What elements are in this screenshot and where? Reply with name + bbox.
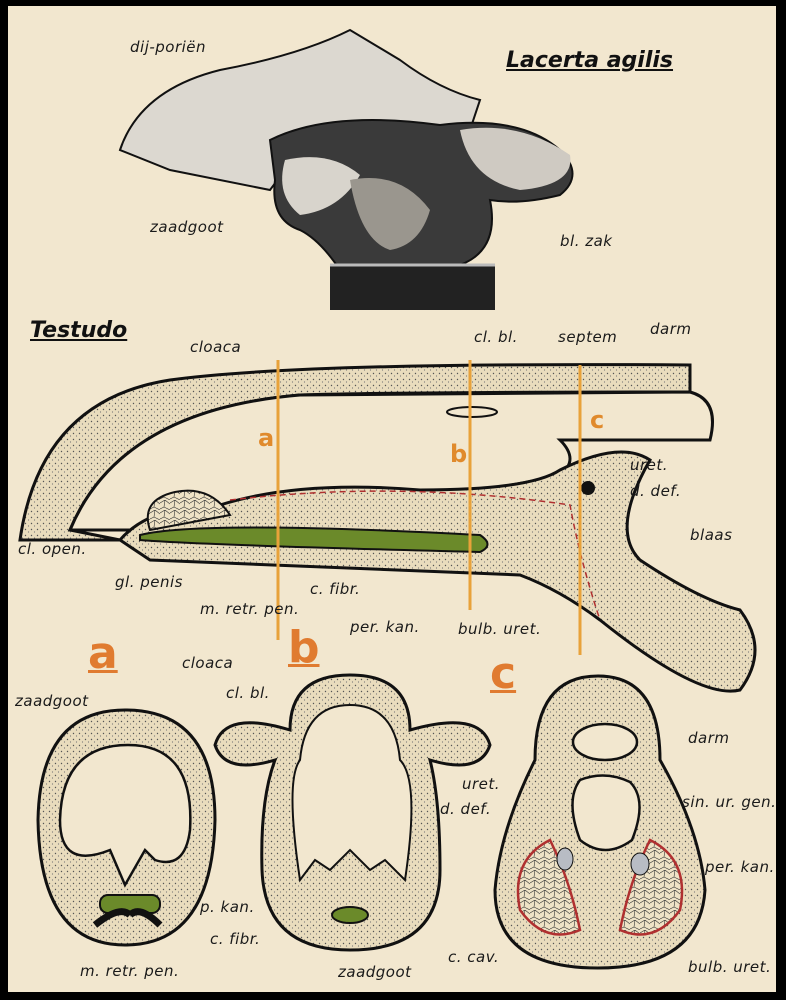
label-a-zaadgoot: zaadgoot — [15, 692, 89, 710]
section-b-drawing — [213, 673, 492, 952]
lacerta-title: Lacerta agilis — [506, 48, 674, 73]
label-blaas: blaas — [690, 526, 733, 544]
label-bl-zak: bl. zak — [560, 232, 613, 250]
label-dij-porien: dij-poriën — [130, 38, 207, 56]
label-c-bulb-uret: bulb. uret. — [688, 958, 772, 976]
label-c-per-kan: per. kan. — [705, 858, 775, 876]
testudo-title: Testudo — [30, 318, 128, 343]
label-cl-open: cl. open. — [18, 540, 87, 558]
section-b-heading: b — [288, 622, 320, 673]
testudo-illustration — [18, 360, 757, 693]
section-c-drawing — [493, 674, 707, 970]
label-c-uret: uret. — [462, 775, 501, 793]
section-c-heading: c — [490, 648, 517, 699]
label-d-def: d. def. — [630, 482, 682, 500]
section-a-drawing — [36, 708, 217, 947]
label-b-c-cav: c. cav. — [448, 948, 500, 966]
label-a-m-retr-pen: m. retr. pen. — [80, 962, 180, 980]
section-marker-a: a — [258, 424, 275, 452]
label-cloaca: cloaca — [190, 338, 242, 356]
label-m-retr-pen: m. retr. pen. — [200, 600, 300, 618]
label-b-zaadgoot: zaadgoot — [338, 963, 412, 981]
label-b-cloaca: cloaca — [182, 654, 234, 672]
label-c-d-def: d. def. — [440, 800, 492, 818]
label-a-c-fibr: c. fibr. — [210, 930, 261, 948]
label-per-kan: per. kan. — [350, 618, 420, 636]
label-cl-bl: cl. bl. — [474, 328, 518, 346]
label-c-darm: darm — [688, 729, 730, 747]
section-marker-b: b — [450, 440, 468, 468]
label-c-sin-ur-gen: sin. ur. gen. — [682, 793, 777, 811]
label-c-fibr: c. fibr. — [310, 580, 361, 598]
section-marker-c: c — [590, 406, 605, 434]
label-darm: darm — [650, 320, 692, 338]
label-bulb-uret: bulb. uret. — [458, 620, 542, 638]
label-septem: septem — [558, 328, 618, 346]
section-a-heading: a — [88, 628, 118, 679]
label-uret: uret. — [630, 456, 669, 474]
label-gl-penis: gl. penis — [115, 573, 183, 591]
label-b-cl-bl: cl. bl. — [226, 684, 270, 702]
label-a-p-kan: p. kan. — [200, 898, 255, 916]
label-zaadgoot-lacerta: zaadgoot — [150, 218, 224, 236]
lacerta-illustration — [118, 28, 574, 310]
